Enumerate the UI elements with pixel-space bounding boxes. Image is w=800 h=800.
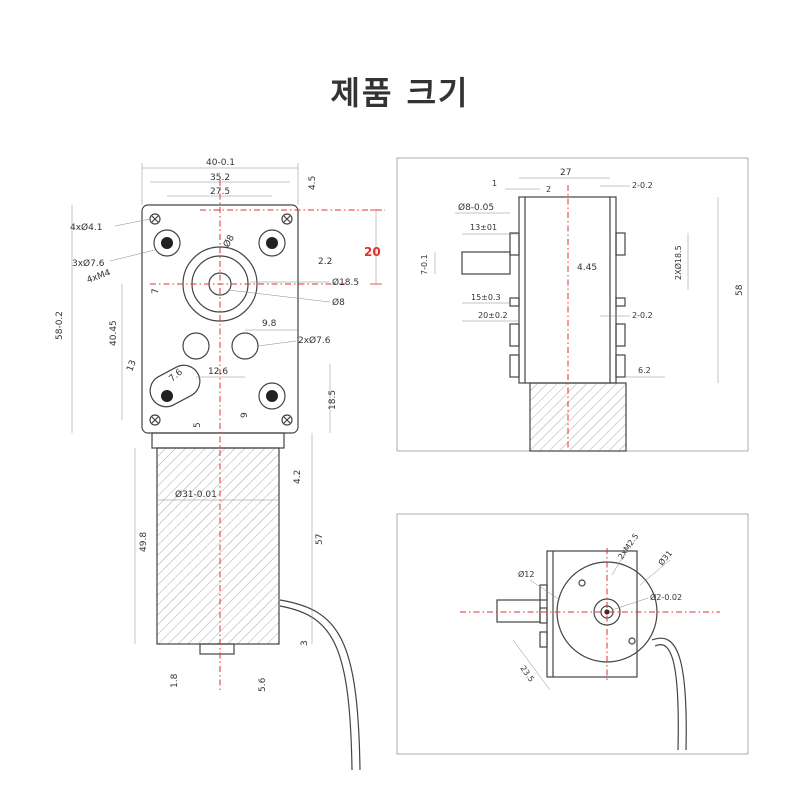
page-title: 제품 크기 — [330, 74, 470, 112]
m4-holes — [153, 229, 286, 410]
side-dim-2: 2 — [546, 185, 551, 194]
end-dim-dia-2: Ø2-0.02 — [650, 592, 682, 602]
side-dim-2-0-2-mid: 2-0.2 — [632, 311, 653, 320]
side-dim-6-2: 6.2 — [638, 366, 651, 375]
side-shaft — [461, 251, 511, 275]
side-dim-27: 27 — [560, 168, 571, 178]
end-view: 2xM2.5 Ø12 Ø31 Ø2-0.02 23.5 — [396, 513, 749, 755]
end-view-frame — [396, 513, 749, 755]
motor-rear-shaft — [199, 643, 235, 655]
end-wire — [651, 637, 687, 751]
dim-7: 7 — [151, 288, 161, 294]
dim-1-8: 1.8 — [170, 673, 180, 688]
side-dim-dia-8: Ø8-0.05 — [458, 202, 494, 213]
side-dim-4-45: 4.45 — [577, 263, 597, 273]
dim-thread-4xm4: 4xM4 — [86, 268, 113, 286]
slot-hole — [149, 364, 201, 408]
dim-2-2: 2.2 — [318, 257, 332, 267]
motor-end-cap — [151, 432, 285, 449]
dim-height-40-45: 40.45 — [109, 320, 119, 346]
dim-4-2: 4.2 — [293, 470, 303, 484]
side-dim-1: 1 — [492, 179, 497, 188]
dim-13: 13 — [125, 359, 138, 373]
side-dim-13: 13±01 — [470, 223, 497, 232]
end-gearbox — [546, 550, 638, 678]
side-dim-2-0-2-top: 2-0.2 — [632, 181, 653, 190]
corner-holes — [149, 213, 293, 426]
dim-width-35: 35.2 — [210, 173, 230, 183]
dim-height-4-5: 4.5 — [308, 176, 318, 190]
side-view: 27 1 2 2-0.2 Ø8-0.05 13±01 7-0.1 4.45 2X… — [396, 157, 749, 452]
motor-body — [156, 447, 280, 645]
dim-9-8: 9.8 — [262, 319, 277, 329]
dim-dia-31: Ø31-0.01 — [175, 489, 217, 500]
dim-holes-3x76: 3xØ7.6 — [72, 258, 105, 269]
dim-holes-4x41: 4xØ4.1 — [70, 222, 102, 233]
dim-height-49-8: 49.8 — [139, 532, 149, 552]
dim-12-6: 12.6 — [208, 367, 228, 377]
dim-width-40: 40-0.1 — [206, 158, 235, 168]
side-dim-15: 15±0.3 — [471, 293, 501, 302]
front-view: 20 40-0.1 35.2 27.5 4.5 4xØ4.1 3xØ7.6 4x… — [55, 158, 385, 771]
dim-9: 9 — [240, 412, 250, 418]
side-dim-2x18-5: 2XØ18.5 — [673, 245, 683, 280]
end-shaft — [496, 599, 541, 623]
dim-red-20: 20 — [364, 245, 381, 259]
side-dim-7: 7-0.1 — [420, 254, 429, 275]
end-dim-dia-12: Ø12 — [518, 569, 534, 579]
motor-wires — [279, 599, 361, 771]
middle-hole-left — [182, 332, 210, 360]
middle-hole-right — [231, 332, 259, 360]
dim-3: 3 — [300, 640, 310, 646]
side-dim-20: 20±0.2 — [478, 311, 508, 320]
dim-dia-18-5: Ø18.5 — [332, 277, 359, 288]
dim-dia-8-bottom: Ø8 — [332, 297, 345, 308]
dim-height-18-5: 18.5 — [328, 390, 338, 410]
dim-holes-2x76: 2xØ7.6 — [298, 335, 331, 346]
dim-5-6: 5.6 — [258, 677, 268, 692]
dim-height-58: 58-0.2 — [55, 311, 65, 340]
dim-width-27: 27.5 — [210, 187, 230, 197]
side-dim-58: 58 — [735, 284, 745, 296]
side-motor — [529, 382, 627, 452]
dim-height-57: 57 — [315, 534, 325, 545]
end-dim-23-5: 23.5 — [518, 664, 536, 684]
dim-5: 5 — [193, 422, 203, 428]
